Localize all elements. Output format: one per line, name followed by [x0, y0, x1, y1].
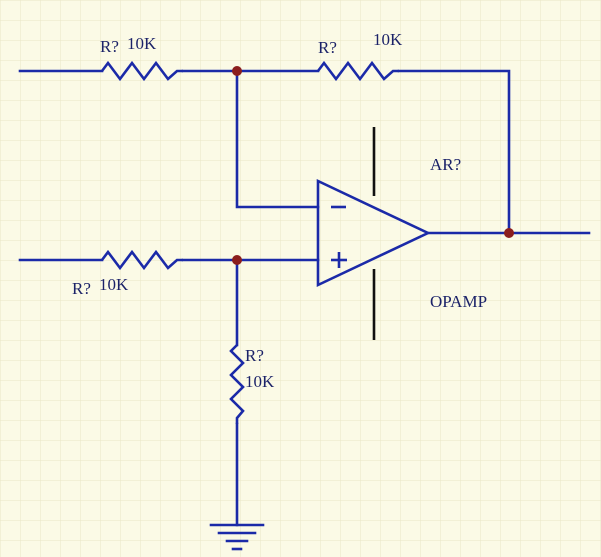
- resistor-r4[interactable]: [229, 344, 245, 424]
- wire-node-to-inverting-input[interactable]: [235, 69, 320, 209]
- junction-feedback-node[interactable]: [232, 66, 242, 76]
- resistor-r1[interactable]: [100, 60, 183, 82]
- resistor-r2[interactable]: [316, 60, 399, 82]
- wire-feedback-to-output[interactable]: [397, 69, 511, 235]
- opamp-comment: OPAMP: [430, 292, 487, 311]
- r4-value: 10K: [245, 372, 275, 391]
- junction-noninverting-node[interactable]: [232, 255, 242, 265]
- ground-icon[interactable]: [209, 523, 265, 551]
- opamp-designator: AR?: [430, 155, 461, 174]
- resistor-r3[interactable]: [100, 249, 183, 271]
- r2-designator: R?: [318, 38, 337, 57]
- r4-designator: R?: [245, 346, 264, 365]
- junction-output-node[interactable]: [504, 228, 514, 238]
- noninverting-input-symbol: [331, 252, 347, 268]
- r1-designator: R?: [100, 37, 119, 56]
- r2-value: 10K: [373, 30, 403, 49]
- r1-value: 10K: [127, 34, 157, 53]
- opamp-triangle[interactable]: [316, 178, 432, 288]
- r3-designator: R?: [72, 279, 91, 298]
- r3-value: 10K: [99, 275, 129, 294]
